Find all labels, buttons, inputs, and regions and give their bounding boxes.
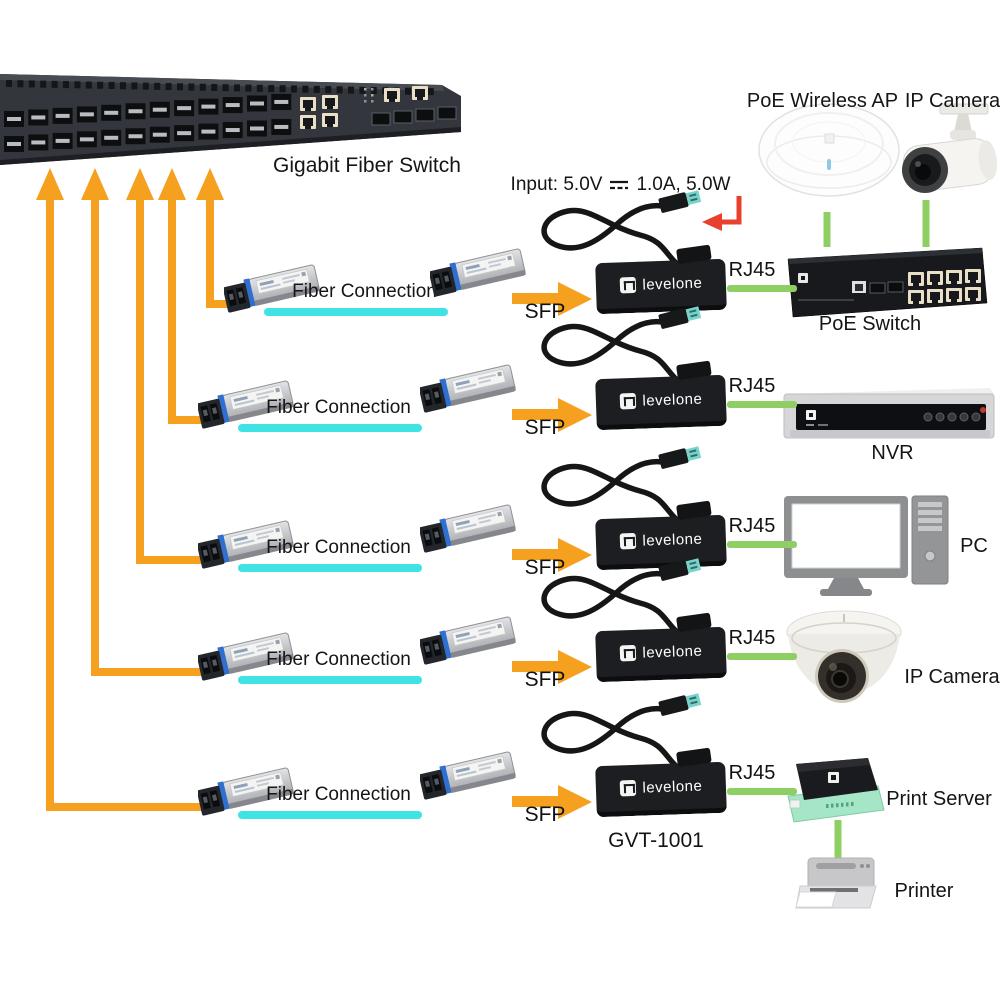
- printer-label: Printer: [894, 880, 954, 902]
- fiber-connection-label: Fiber Connection: [266, 537, 411, 558]
- levelone-logo-icon: [619, 392, 636, 410]
- fiber-connection-label: Fiber Connection: [292, 281, 437, 302]
- sfp-arrow: [512, 549, 560, 560]
- media-converter: levelone: [595, 747, 727, 818]
- print-server-label: Print Server: [886, 788, 992, 810]
- converter-brand: levelone: [642, 274, 703, 294]
- uplink-arrowhead-5: [36, 168, 64, 200]
- ethernet-line: [727, 541, 797, 548]
- sfp-module-icon: [420, 502, 517, 554]
- usb-plug-icon: [676, 360, 712, 381]
- sfp-arrowhead-icon: [558, 398, 592, 432]
- converter-brand: levelone: [642, 530, 703, 550]
- ethernet-line: [727, 285, 797, 292]
- converter-brand: levelone: [642, 642, 703, 662]
- usb-plug-icon: [676, 747, 712, 768]
- usb-plug-icon: [676, 612, 712, 633]
- fiber-connection-line: [238, 564, 422, 572]
- media-converter: levelone: [595, 360, 727, 431]
- fiber-connection-line: [264, 308, 448, 316]
- usb-plug-icon: [676, 500, 712, 521]
- sfp-arrowhead-icon: [558, 650, 592, 684]
- power-input-suffix: 1.0A, 5.0W: [636, 174, 731, 195]
- uplink-line-3: [136, 196, 214, 564]
- dome-camera-label: IP Camera: [904, 666, 1000, 688]
- print-server-device: [787, 758, 885, 823]
- uplink-arrowhead-3: [126, 168, 154, 200]
- sfp-module-icon: [420, 362, 517, 414]
- power-input-label: Input: 5.0V 1.0A, 5.0W: [498, 174, 743, 196]
- rj45-label: RJ45: [728, 375, 776, 397]
- rj45-label: RJ45: [728, 515, 776, 537]
- sfp-arrow: [512, 293, 560, 304]
- fiber-connection-line: [238, 676, 422, 684]
- fiber-connection-line: [238, 811, 422, 819]
- sfp-arrow: [512, 409, 560, 420]
- uplink-fiber-lines: [46, 196, 240, 811]
- media-converter: levelone: [595, 612, 727, 683]
- converter-row-3: Fiber Connection SFP levelone RJ45: [0, 453, 1000, 628]
- sfp-label: SFP: [524, 556, 566, 579]
- rj45-label: RJ45: [728, 259, 776, 281]
- pc-label: PC: [960, 535, 988, 557]
- printer-device: [795, 857, 877, 909]
- fiber-connection-line: [238, 424, 422, 432]
- fiber-connection-label: Fiber Connection: [266, 397, 411, 418]
- levelone-logo-icon: [619, 779, 636, 797]
- converter-brand: levelone: [642, 390, 703, 410]
- uplink-line-2: [168, 196, 214, 424]
- sfp-arrowhead-icon: [558, 538, 592, 572]
- sfp-label: SFP: [524, 668, 566, 691]
- sfp-module-icon: [420, 614, 517, 666]
- fiber-connection-label: Fiber Connection: [266, 649, 411, 670]
- uplink-line-4: [91, 196, 214, 676]
- rj45-label: RJ45: [728, 627, 776, 649]
- ethernet-line: [727, 401, 797, 408]
- sfp-label: SFP: [524, 416, 566, 439]
- ethernet-drop-lines: [823, 200, 930, 862]
- rj45-label: RJ45: [728, 762, 776, 784]
- levelone-logo-icon: [619, 276, 636, 294]
- nvr-label: NVR: [871, 442, 914, 464]
- converter-model-label: GVT-1001: [608, 829, 704, 852]
- converter-row-2: Fiber Connection SFP levelone RJ45: [0, 313, 1000, 488]
- uplink-arrowhead-2: [158, 168, 186, 200]
- sfp-arrow: [512, 796, 560, 807]
- ethernet-line: [727, 653, 797, 660]
- levelone-logo-icon: [619, 644, 636, 662]
- nvr-device: [783, 388, 995, 439]
- fiber-connection-label: Fiber Connection: [266, 784, 411, 805]
- converter-brand: levelone: [642, 777, 703, 797]
- poe-switch-label: PoE Switch: [818, 313, 922, 335]
- converter-row-5: Fiber Connection SFP levelone RJ45: [0, 700, 1000, 875]
- converter-row-1: Fiber Connection SFP levelone RJ45: [0, 197, 1000, 372]
- bullet-ip-camera-device: [902, 103, 998, 193]
- pc-device: [784, 495, 949, 596]
- sfp-label: SFP: [524, 803, 566, 826]
- sfp-module-icon: [420, 749, 517, 801]
- poe-switch-device: [787, 247, 988, 318]
- uplink-arrowhead-4: [81, 168, 109, 200]
- sfp-arrowhead-icon: [558, 785, 592, 819]
- levelone-logo-icon: [619, 532, 636, 550]
- dome-ip-camera-device: [786, 610, 902, 703]
- uplink-line-5: [46, 196, 214, 811]
- sfp-arrowhead-icon: [558, 282, 592, 316]
- ethernet-line: [727, 788, 797, 795]
- wireless-ap-label: PoE Wireless AP: [746, 90, 899, 112]
- usb-plug-icon: [676, 244, 712, 265]
- poe-wireless-ap-device: [758, 103, 900, 197]
- uplink-arrowheads: [36, 168, 224, 200]
- power-input-prefix: Input: 5.0V: [510, 174, 603, 195]
- gigabit-fiber-switch-device: [0, 74, 461, 165]
- sfp-label: SFP: [524, 300, 566, 323]
- uplink-arrowhead-1: [196, 168, 224, 200]
- power-input-arrow: [702, 196, 742, 231]
- switch-label: Gigabit Fiber Switch: [273, 154, 461, 177]
- top-ip-camera-label: IP Camera: [904, 90, 1000, 112]
- dc-symbol-icon: [610, 180, 629, 190]
- sfp-arrow: [512, 661, 560, 672]
- converter-row-4: Fiber Connection SFP levelone RJ45: [0, 565, 1000, 740]
